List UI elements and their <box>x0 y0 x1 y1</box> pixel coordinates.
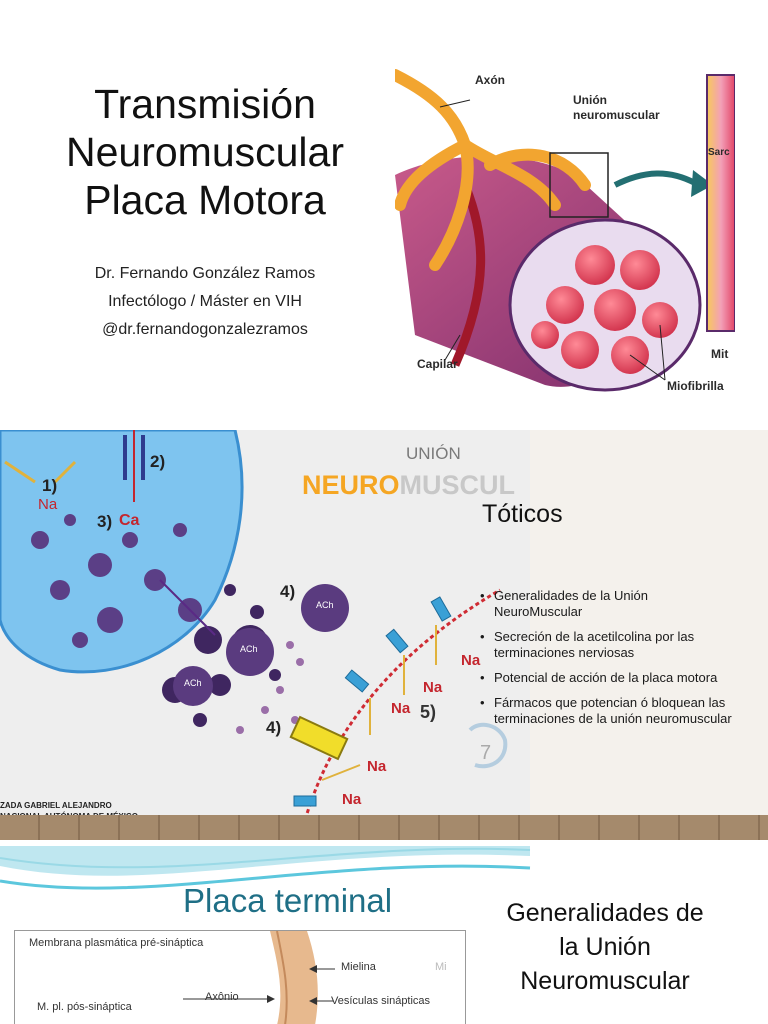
label-mi: Mi <box>435 961 447 973</box>
title-line: Transmisión <box>94 81 316 127</box>
credit-line: ZADA GABRIEL ALEJANDRO <box>0 801 112 810</box>
axon-shape <box>270 931 318 1024</box>
na-label: Na <box>423 679 443 696</box>
terminal-plate-figure: Membrana plasmática pré-sináptica M. pl.… <box>14 930 466 1024</box>
slide-topics: UNIÓN NEUROMUSCUL 1) Na 2) 3) Ca 4) 4) 5… <box>0 430 768 840</box>
ach-ball <box>226 628 274 676</box>
step-2-label: 2) <box>150 452 166 471</box>
ach-text: ACh <box>316 600 334 610</box>
author-handle: @dr.fernandogonzalezramos <box>102 321 308 338</box>
wave-decoration <box>0 846 531 890</box>
list-item-text: Potencial de acción de la placa motora <box>494 670 718 685</box>
ach-ball <box>173 666 213 706</box>
slide-topics-title: Tóticos <box>482 500 563 528</box>
title-line: Generalidades de <box>506 899 704 927</box>
na-label: Na <box>342 791 362 808</box>
ach-ball <box>301 584 349 632</box>
title-line: Neuromuscular <box>66 129 344 175</box>
bullet-icon: • <box>480 670 485 685</box>
step-3-label: 3) <box>97 512 113 531</box>
label-axon: Axón <box>475 73 505 87</box>
slide-placa-terminal: Placa terminal Membrana plasmática pré-s… <box>0 846 768 1024</box>
slide-placa-terminal-title: Placa terminal <box>183 882 393 919</box>
list-item-text: Secreción de la acetilcolina por las ter… <box>494 629 695 660</box>
step-5-label: 5) <box>420 702 437 722</box>
slide-title-heading: Transmisión Neuromuscular Placa Motora <box>30 80 380 224</box>
label-mit: Mit <box>711 347 729 361</box>
label-membrana-pre: Membrana plasmática pré-sináptica <box>29 937 204 949</box>
na-label: Na <box>38 496 58 513</box>
label-vesiculas: Vesículas sinápticas <box>331 995 431 1007</box>
inset-box <box>549 152 609 218</box>
na-label: Na <box>461 652 481 669</box>
label-union: Unión neuromuscular <box>573 93 660 122</box>
wood-floor <box>0 815 768 840</box>
release-arrow <box>159 579 216 636</box>
label-mielina: Mielina <box>341 961 376 973</box>
list-item-text: Generalidades de la Unión NeuroMuscular <box>494 588 648 619</box>
step-1-label: 1) <box>42 476 58 495</box>
terminal-plate-drawing <box>183 931 335 1024</box>
ach-text: ACh <box>240 644 258 654</box>
ion-channels <box>293 596 452 807</box>
header-neuro: NEURO <box>302 470 400 500</box>
list-item: • Potencial de acción de la placa motora <box>478 670 738 686</box>
label-capilar: Capilar <box>417 357 458 371</box>
muscle-fiber-illustration: Axón Unión neuromuscular Capilar Miofibr… <box>389 35 736 407</box>
na-label: Na <box>391 700 411 717</box>
bullet-icon: • <box>480 695 485 710</box>
capillary-vessel <box>450 183 486 367</box>
step-4b-label: 4) <box>266 718 282 737</box>
list-item-text: Fármacos que potencian ó bloquean las te… <box>494 695 732 726</box>
header-union: UNIÓN <box>406 444 461 463</box>
topics-list: • Generalidades de la Unión NeuroMuscular… <box>478 588 738 736</box>
header-neuromuscular: NEUROMUSCUL <box>302 470 515 501</box>
bullet-icon: • <box>480 629 485 644</box>
ca-label: Ca <box>119 512 140 529</box>
enlarged-panel <box>706 74 736 332</box>
title-line: Neuromuscular <box>520 967 690 995</box>
title-line: la Unión <box>559 933 651 961</box>
myofibril-circles <box>531 245 678 374</box>
na-arrows <box>321 625 437 781</box>
label-membrana-pos: M. pl. pós-sináptica <box>37 1001 132 1013</box>
author-role: Infectólogo / Máster en VIH <box>108 293 302 310</box>
label-miofibrillas: Miofibrilla <box>667 379 724 393</box>
muscle-fiber-drawing <box>389 69 736 392</box>
axon-branches <box>389 69 591 271</box>
list-item: • Fármacos que potencian ó bloquean las t… <box>478 695 738 727</box>
ach-text: ACh <box>184 678 202 688</box>
list-item: • Generalidades de la Unión NeuroMuscular <box>478 588 738 620</box>
zoom-arrow <box>613 170 697 188</box>
author-block: Dr. Fernando González Ramos Infectólogo … <box>40 260 370 344</box>
synapse-drawing <box>0 430 530 840</box>
title-line: Placa Motora <box>84 177 326 223</box>
label-axonio: Axônio <box>205 991 239 1003</box>
bullet-icon: • <box>480 588 485 603</box>
label-sarc: Sarc <box>708 147 730 158</box>
slide-title: Transmisión Neuromuscular Placa Motora D… <box>0 0 768 424</box>
list-item: • Secreción de la acetilcolina por las te… <box>478 629 738 661</box>
ach-receptor <box>289 715 349 761</box>
step-7-label: 7 <box>480 742 492 764</box>
slide-generalidades-title: Generalidades de la Unión Neuromuscular <box>470 896 740 998</box>
header-muscul: MUSCUL <box>399 470 516 500</box>
step-4-label: 4) <box>280 582 296 601</box>
na-label: Na <box>367 758 387 775</box>
synapse-illustration: UNIÓN NEUROMUSCUL 1) Na 2) 3) Ca 4) 4) 5… <box>0 430 530 840</box>
ach-molecules <box>236 641 304 734</box>
author-name: Dr. Fernando González Ramos <box>94 265 316 282</box>
